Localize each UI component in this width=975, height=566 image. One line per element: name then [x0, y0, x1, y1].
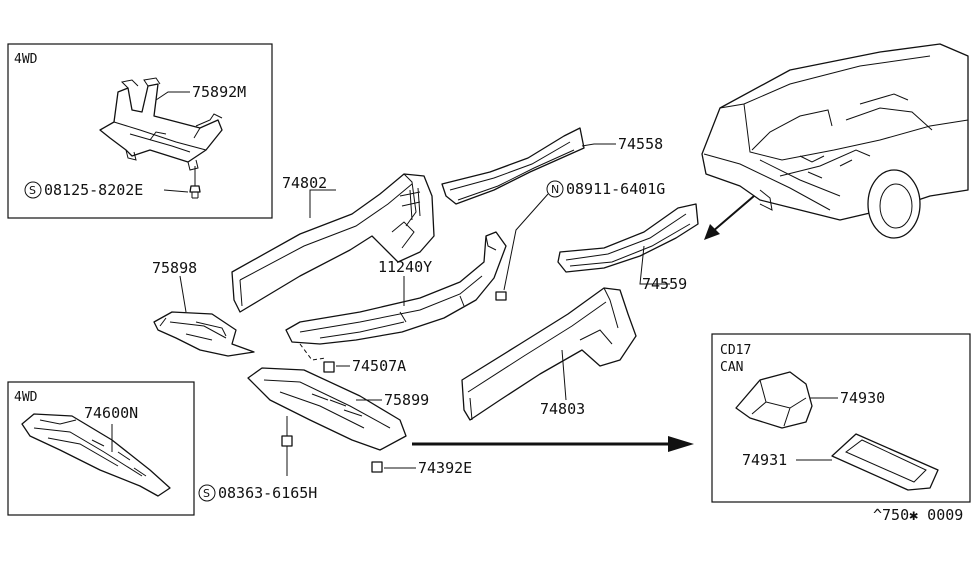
leader-08125-8202E: [163, 189, 189, 193]
part-74931-drawing: [831, 433, 939, 491]
label-08911-6401G: 08911-6401G: [566, 180, 665, 198]
cd17-title: CD17: [720, 343, 751, 358]
label-75892M: 75892M: [192, 83, 246, 101]
arrow-down-left-icon: [704, 195, 755, 240]
part-74803-drawing: [461, 287, 637, 421]
part-74558-drawing: [441, 127, 585, 205]
part-75898-drawing: [153, 311, 255, 357]
vehicle-illustration: [701, 43, 969, 239]
arrow-right-icon: [412, 436, 694, 452]
clip-icon-lower: [371, 461, 383, 473]
upper-4wd-frame: [7, 43, 273, 219]
nut-icon: [495, 291, 507, 301]
bolt-icon: [189, 185, 201, 199]
label-74559: 74559: [642, 275, 687, 293]
n-symbol-icon: N: [546, 180, 564, 198]
s-symbol-icon-2: S: [198, 484, 216, 502]
upper-4wd-title: 4WD: [14, 52, 38, 67]
upper-4wd-panel: 4WD 75892M S 08125-8202E: [7, 43, 273, 219]
leader-75898: [179, 275, 187, 313]
label-74802: 74802: [282, 174, 327, 192]
leader-clip-dash: [299, 343, 327, 361]
s-symbol-icon-1: S: [24, 181, 42, 199]
label-74600N: 74600N: [84, 404, 138, 422]
leader-74803: [561, 349, 567, 401]
cd17-can-frame: [711, 333, 971, 503]
label-74558: 74558: [618, 135, 663, 153]
leader-75892M: [155, 91, 190, 101]
leader-74558: [581, 143, 616, 147]
label-75899: 75899: [384, 391, 429, 409]
svg-text:S: S: [203, 487, 210, 500]
bolt-icon-lower: [281, 435, 293, 447]
label-08363-6165H: 08363-6165H: [218, 484, 317, 502]
part-11240Y-drawing: [285, 231, 507, 345]
lower-4wd-frame: [7, 381, 195, 516]
label-74931: 74931: [742, 451, 787, 469]
svg-text:S: S: [29, 184, 36, 197]
part-74930-drawing: [735, 371, 813, 429]
label-74930: 74930: [840, 389, 885, 407]
part-75892M-drawing: [99, 77, 223, 171]
leader-74802: [309, 189, 336, 218]
part-74559-drawing: [557, 203, 699, 273]
can-title: CAN: [720, 360, 743, 375]
part-74600N-drawing: [21, 413, 171, 497]
label-74392E: 74392E: [418, 459, 472, 477]
part-75899-drawing: [247, 367, 407, 451]
lower-4wd-title: 4WD: [14, 390, 38, 405]
label-74507A: 74507A: [352, 357, 406, 375]
leader-74559: [639, 245, 670, 285]
leader-08911-6401G: [503, 193, 549, 291]
label-75898: 75898: [152, 259, 197, 277]
cd17-can-panel: CD17 CAN 74930 74931: [711, 333, 971, 503]
footer-code: ^750✱ 0009: [873, 506, 963, 524]
label-74803: 74803: [540, 400, 585, 418]
lower-4wd-panel: 4WD 74600N: [7, 381, 195, 516]
label-11240Y: 11240Y: [378, 258, 432, 276]
svg-text:N: N: [551, 183, 559, 196]
part-74802-drawing: [231, 173, 435, 313]
clip-icon: [323, 361, 335, 373]
label-08125-8202E: 08125-8202E: [44, 181, 143, 199]
